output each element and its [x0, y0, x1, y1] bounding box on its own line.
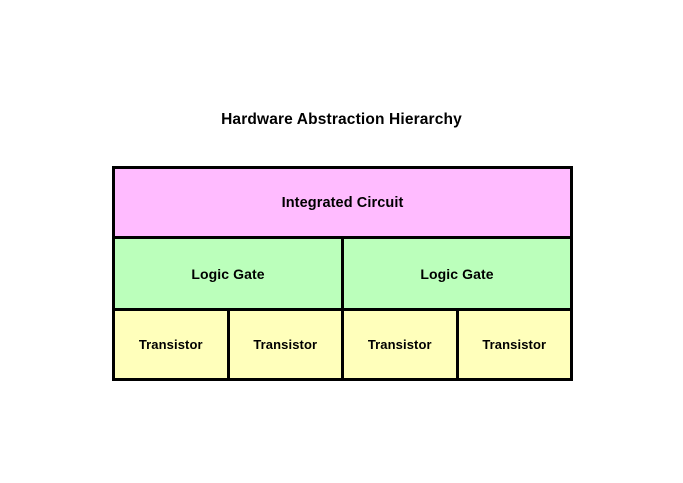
- block-transistor-3[interactable]: Transistor: [341, 311, 456, 378]
- tier-row-integrated-circuit: Integrated Circuit: [115, 169, 570, 236]
- tier-row-transistor: Transistor Transistor Transistor Transis…: [115, 308, 570, 378]
- block-logic-gate-2[interactable]: Logic Gate: [341, 239, 570, 308]
- block-integrated-circuit[interactable]: Integrated Circuit: [115, 169, 570, 236]
- block-transistor-4[interactable]: Transistor: [455, 311, 570, 378]
- tier-row-logic-gate: Logic Gate Logic Gate: [115, 236, 570, 308]
- block-logic-gate-1[interactable]: Logic Gate: [115, 239, 341, 308]
- block-transistor-2[interactable]: Transistor: [226, 311, 341, 378]
- page-title: Hardware Abstraction Hierarchy: [221, 111, 462, 128]
- hardware-abstraction-hierarchy-diagram: Integrated Circuit Logic Gate Logic Gate…: [112, 166, 573, 381]
- block-transistor-1[interactable]: Transistor: [115, 311, 227, 378]
